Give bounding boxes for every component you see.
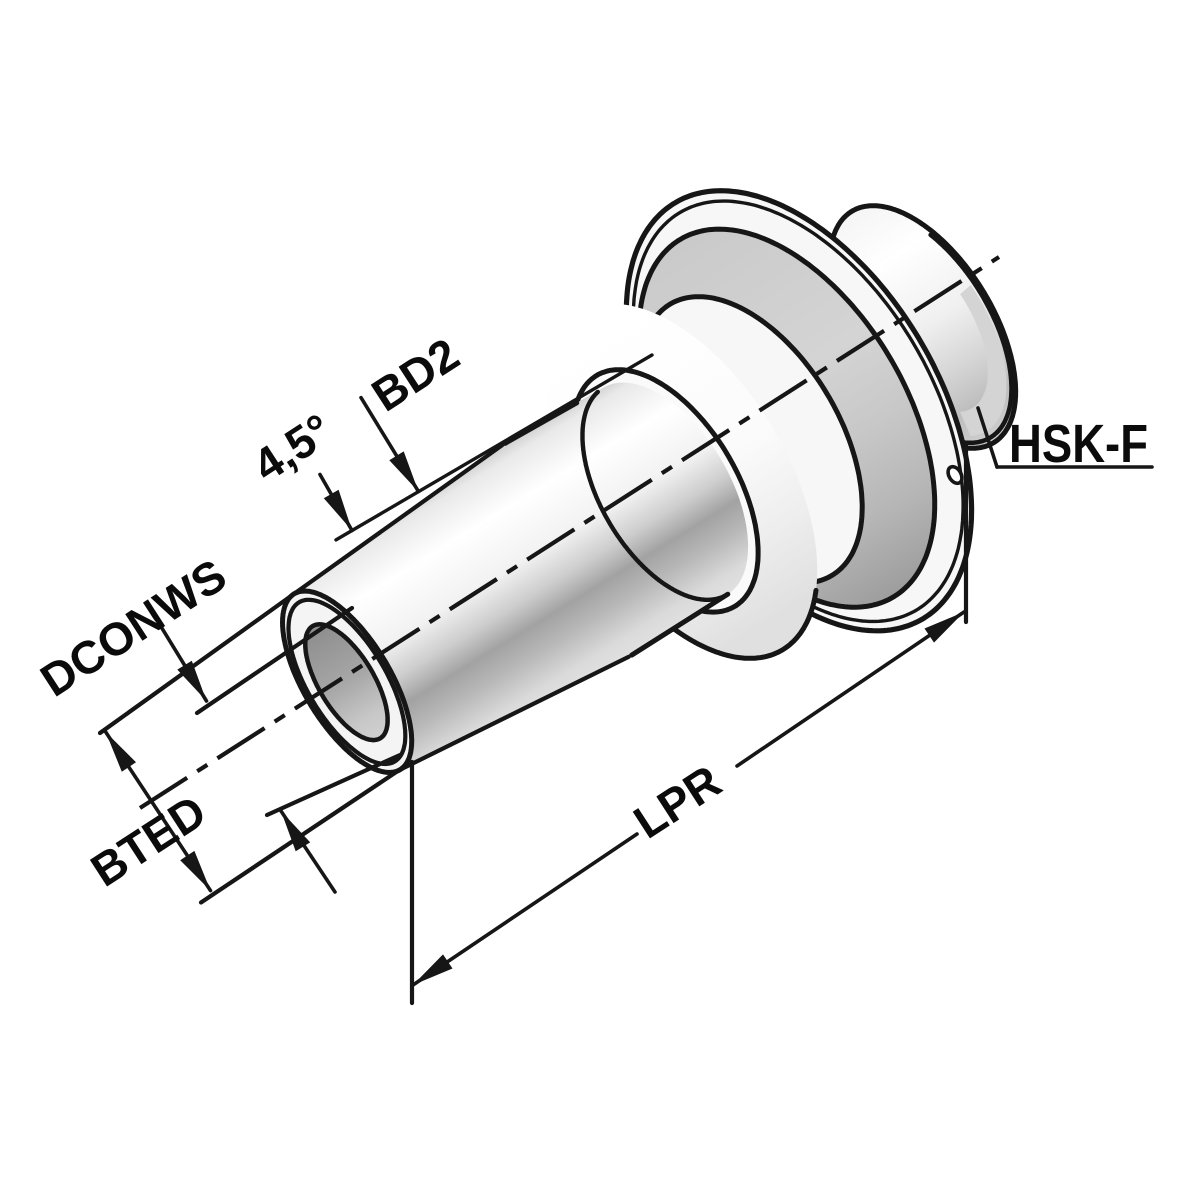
svg-text:HSK-F: HSK-F <box>1009 414 1148 474</box>
